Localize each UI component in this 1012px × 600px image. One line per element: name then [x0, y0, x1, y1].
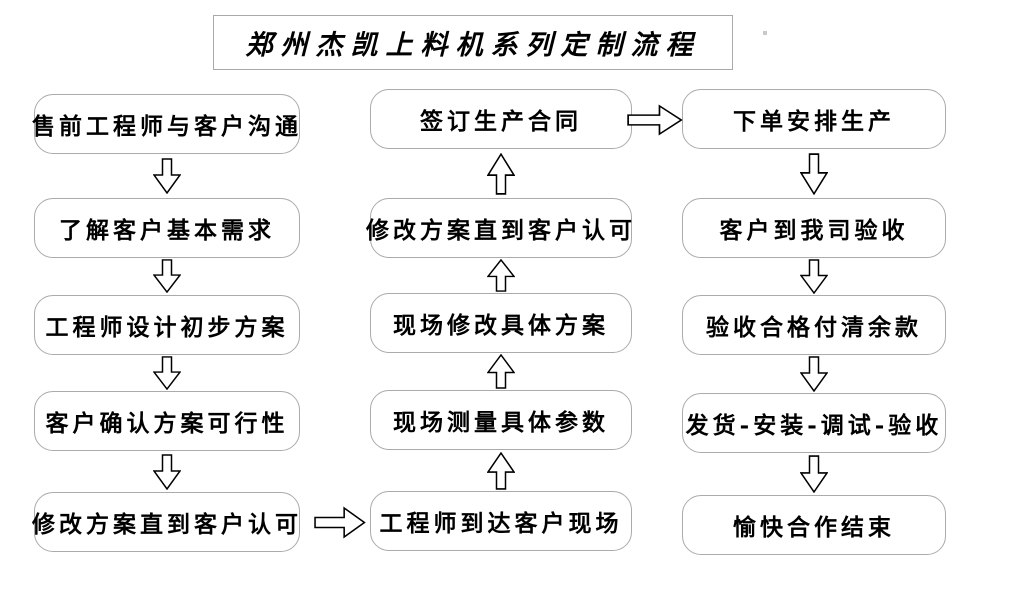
down-arrow-icon [153, 454, 181, 490]
down-arrow-icon [800, 356, 828, 392]
flow-step-left-2: 了解客户基本需求 [34, 198, 300, 258]
flow-step-left-3: 工程师设计初步方案 [34, 295, 300, 355]
flow-step-right-5: 愉快合作结束 [682, 495, 946, 555]
right-arrow-icon [627, 104, 683, 136]
flow-step-middle-2: 修改方案直到客户认可 [366, 198, 632, 258]
flow-step-right-3: 验收合格付清余款 [682, 295, 946, 355]
up-arrow-icon [487, 259, 515, 292]
flow-step-right-2: 客户到我司验收 [682, 198, 946, 258]
down-arrow-icon [800, 259, 828, 294]
flow-step-left-4: 客户确认方案可行性 [34, 391, 300, 451]
title-box: 郑州杰凯上料机系列定制流程 [213, 15, 733, 70]
down-arrow-icon [800, 455, 828, 493]
flow-step-middle-1: 签订生产合同 [370, 89, 632, 149]
flow-step-left-5: 修改方案直到客户认可 [32, 492, 300, 552]
up-arrow-icon [487, 153, 515, 195]
up-arrow-icon [487, 354, 515, 389]
flow-step-middle-5: 工程师到达客户现场 [370, 491, 632, 551]
down-arrow-icon [153, 356, 181, 390]
down-arrow-icon [153, 158, 181, 194]
stray-dot [763, 31, 767, 35]
flow-step-right-1: 下单安排生产 [682, 89, 946, 149]
flow-step-right-4: 发货-安装-调试-验收 [682, 393, 946, 453]
flow-step-middle-3: 现场修改具体方案 [370, 293, 632, 353]
flow-step-left-1: 售前工程师与客户沟通 [32, 94, 300, 154]
right-arrow-icon [314, 506, 366, 539]
up-arrow-icon [487, 452, 515, 490]
down-arrow-icon [800, 153, 828, 195]
down-arrow-icon [153, 259, 181, 293]
diagram-title: 郑州杰凯上料机系列定制流程 [245, 30, 701, 61]
flow-step-middle-4: 现场测量具体参数 [370, 390, 632, 450]
